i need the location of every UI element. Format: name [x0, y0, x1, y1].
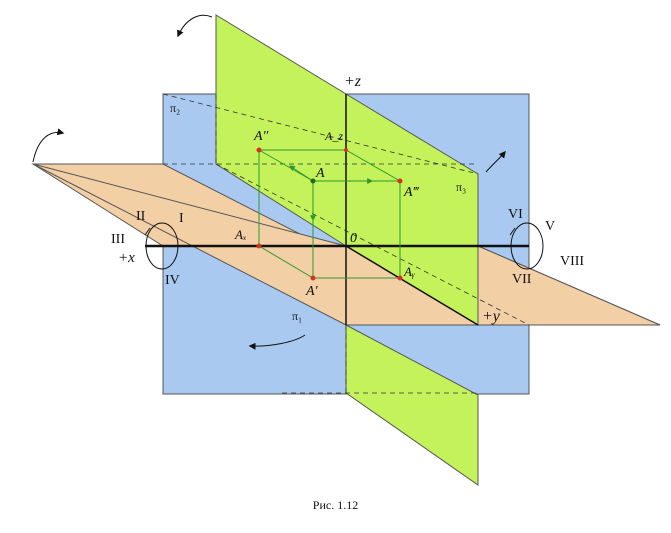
point-a3-label: A‴	[403, 185, 420, 200]
point-ay-label: Aᵧ	[403, 264, 415, 279]
origin-label: 0	[350, 231, 357, 246]
figure-caption: Рис. 1.12	[312, 498, 359, 512]
octant-6-label: VI	[508, 207, 523, 222]
octant-1-label: I	[179, 211, 184, 226]
points	[256, 147, 403, 281]
rotation-arrows	[32, 14, 544, 350]
octant-4-label: IV	[165, 273, 180, 288]
y-axis	[345, 245, 479, 326]
z-axis-label: +z	[344, 73, 362, 90]
hidden-lines	[162, 93, 530, 394]
pi2-label: π₂	[170, 101, 180, 115]
x-axis-label: +x	[118, 250, 135, 266]
point-a-label: A	[315, 166, 325, 181]
octant-5-label: V	[545, 219, 555, 234]
octant-7-label: VII	[512, 272, 532, 287]
pi1-label: π₁	[292, 309, 302, 323]
point-az-label: A_z	[324, 129, 343, 143]
point-a2-label: A″	[253, 129, 269, 144]
octant-8-label: VIII	[560, 254, 584, 269]
octant-3-label: III	[111, 232, 125, 247]
point-ax-label: Aₓ	[234, 227, 247, 242]
pi3-label: π₃	[456, 180, 466, 194]
octant-2-label: II	[136, 209, 146, 224]
point-a1-label: A′	[305, 284, 319, 299]
y-axis-label: +y	[482, 308, 501, 325]
